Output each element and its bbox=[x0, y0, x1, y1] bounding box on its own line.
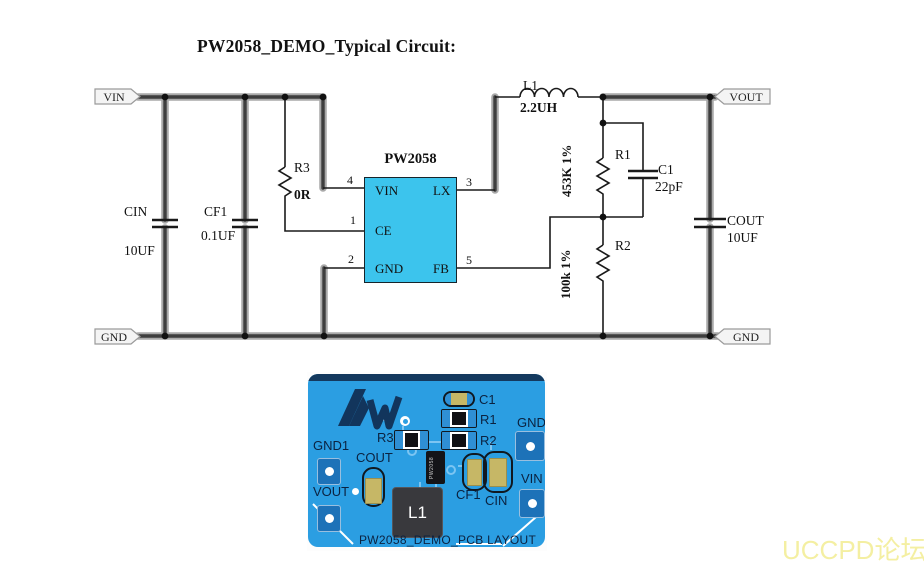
gnd-left-port-tag-shape bbox=[94, 328, 141, 345]
pcb-label-cin: CIN bbox=[485, 493, 508, 508]
pcb-ic-text: PW2058 bbox=[429, 456, 435, 479]
pcb-pad-gnd bbox=[515, 431, 545, 461]
pcb-caption: PW2058_DEMO_PCB LAYOUT bbox=[359, 533, 537, 547]
pcb-board-top-edge bbox=[308, 374, 545, 381]
pcb-component-ic: PW2058 bbox=[426, 451, 445, 484]
cin-ref-label: CIN bbox=[124, 204, 148, 219]
pcb-component-c1 bbox=[443, 391, 475, 407]
r3-ref-label: R3 bbox=[294, 160, 310, 175]
vin-port-label: VIN bbox=[103, 90, 125, 104]
ic-pin-vin-label: VIN bbox=[375, 183, 399, 198]
gnd-right-port-tag-shape bbox=[714, 328, 771, 345]
vout-port-tag-shape bbox=[714, 88, 771, 105]
pcb-label-r3: R3 bbox=[377, 430, 394, 445]
cf1-value-label: 0.1UF bbox=[201, 228, 236, 243]
pcb-pad-gnd1 bbox=[317, 458, 341, 485]
vin-port-tag-shape bbox=[94, 88, 141, 105]
pin-number-3: 3 bbox=[466, 175, 472, 189]
pin-number-2: 2 bbox=[348, 252, 354, 266]
l1-ref-label: L1 bbox=[523, 78, 538, 93]
forum-watermark: UCCPD论坛 bbox=[782, 535, 924, 565]
ic-pin-ce-label: CE bbox=[375, 223, 392, 238]
pcb-label-gnd1: GND1 bbox=[313, 438, 350, 453]
pcb-board: PW2058 L1 GND1 COUT VOUT R3 C1 R1 R2 GND… bbox=[308, 374, 545, 547]
ic-pw2058-body bbox=[364, 177, 457, 283]
pcb-component-cf1-outline bbox=[462, 453, 487, 491]
cout-value-label: 10UF bbox=[727, 230, 758, 245]
pin-number-4: 4 bbox=[347, 173, 353, 187]
pcb-component-cf1-body bbox=[467, 459, 482, 486]
pcb-pad-vout bbox=[317, 505, 341, 532]
ic-name-label: PW2058 bbox=[384, 151, 437, 167]
ic-pin-lx-label: LX bbox=[433, 183, 451, 198]
ic-pin-gnd-label: GND bbox=[375, 261, 404, 276]
r1-value-label: 453K 1% bbox=[559, 144, 574, 197]
r1-ref-label: R1 bbox=[615, 147, 631, 162]
gnd-right-port-label: GND bbox=[733, 330, 759, 344]
pcb-l1-label: L1 bbox=[408, 502, 427, 522]
pcb-label-cf1: CF1 bbox=[456, 487, 481, 502]
pcb-component-r3 bbox=[394, 430, 429, 450]
vout-port-label: VOUT bbox=[729, 90, 763, 104]
pin-number-5: 5 bbox=[466, 253, 472, 267]
page-title: PW2058_DEMO_Typical Circuit: bbox=[197, 36, 457, 56]
pcb-label-c1: C1 bbox=[479, 392, 496, 407]
pcb-component-l1: L1 bbox=[392, 487, 443, 538]
pcb-component-cout-outline bbox=[362, 467, 385, 507]
pcb-component-cin-body bbox=[489, 458, 507, 487]
pcb-label-r2: R2 bbox=[480, 433, 497, 448]
pcb-label-cout: COUT bbox=[356, 450, 393, 465]
manufacturer-logo-icon bbox=[338, 389, 403, 430]
cin-value-label: 10UF bbox=[124, 243, 155, 258]
r2-value-label: 100k 1% bbox=[558, 249, 573, 299]
pcb-via bbox=[400, 416, 410, 426]
pcb-label-gnd: GND bbox=[517, 415, 545, 430]
c1-ref-label: C1 bbox=[658, 162, 674, 177]
pcb-component-cin-outline bbox=[483, 451, 513, 493]
cout-ref-label: COUT bbox=[727, 213, 764, 228]
pcb-component-cout-body bbox=[365, 478, 382, 504]
pcb-component-r2 bbox=[441, 431, 477, 450]
c1-value-label: 22pF bbox=[655, 179, 683, 194]
r2-ref-label: R2 bbox=[615, 238, 631, 253]
r3-value-label: 0R bbox=[294, 187, 311, 202]
ic-pin-fb-label: FB bbox=[433, 261, 449, 276]
pcb-label-vin: VIN bbox=[521, 471, 543, 486]
pcb-trace-dot bbox=[352, 488, 359, 495]
cf1-ref-label: CF1 bbox=[204, 204, 228, 219]
pin-number-1: 1 bbox=[350, 213, 356, 227]
pcb-label-r1: R1 bbox=[480, 412, 497, 427]
pcb-layout-image: PW2058 L1 GND1 COUT VOUT R3 C1 R1 R2 GND… bbox=[307, 372, 547, 551]
pcb-label-vout: VOUT bbox=[313, 484, 350, 499]
pcb-component-r1 bbox=[441, 409, 477, 428]
l1-value-label: 2.2UH bbox=[520, 100, 558, 115]
gnd-left-port-label: GND bbox=[101, 330, 127, 344]
pcb-pad-vin bbox=[519, 489, 545, 518]
